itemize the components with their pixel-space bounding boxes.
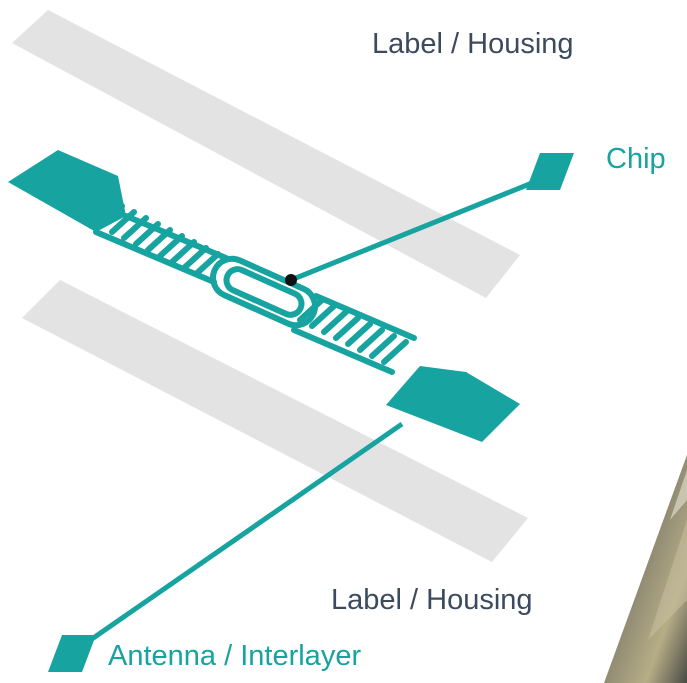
chip-marker-icon (526, 153, 574, 190)
antenna-label: Antenna / Interlayer (108, 640, 362, 672)
antenna-left-coil (93, 203, 229, 285)
bottom-housing-layer (22, 280, 528, 562)
chip-leader-line (290, 180, 533, 283)
antenna-right-pad (386, 366, 520, 442)
antenna-left-pad (8, 150, 126, 232)
antenna-right-coil (291, 293, 417, 375)
chip-label: Chip (606, 143, 666, 175)
antenna-inlay (8, 150, 520, 442)
top-housing-label: Label / Housing (372, 28, 574, 60)
antenna-center-loop (210, 255, 318, 329)
top-housing-layer (12, 10, 520, 298)
background-photo-fragment (604, 455, 687, 683)
chip-dot (285, 274, 297, 286)
antenna-marker-icon (48, 635, 96, 672)
antenna-leader-line (74, 421, 404, 653)
bottom-housing-label: Label / Housing (331, 584, 533, 616)
